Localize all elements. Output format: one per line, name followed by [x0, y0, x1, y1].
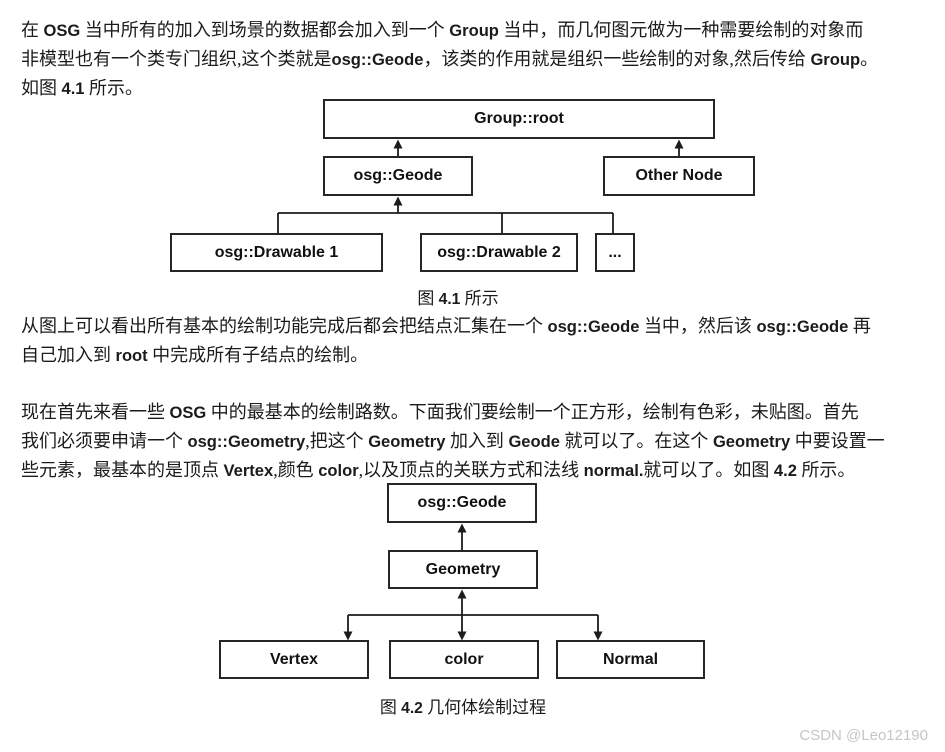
- node-fig2-osg-geode: osg::Geode: [387, 483, 537, 523]
- text-line: 非模型也有一个类专门组织,这个类就是osg::Geode，该类的作用就是组织一些…: [21, 49, 879, 69]
- figure-4-2-caption: 图 4.2 几何体绘制过程: [379, 698, 547, 717]
- node-osg-drawable-1: osg::Drawable 1: [170, 233, 383, 272]
- figure-4-1-caption: 图 4.1 所示: [417, 289, 499, 308]
- arrowhead-up: [393, 196, 403, 206]
- node-vertex: Vertex: [219, 640, 369, 679]
- text-line: 从图上可以看出所有基本的绘制功能完成后都会把结点汇集在一个 osg::Geode…: [21, 316, 871, 336]
- node-osg-drawable-2: osg::Drawable 2: [420, 233, 578, 272]
- paragraph-geometry-drawing-intro: 现在首先来看一些 OSG 中的最基本的绘制路数。下面我们要绘制一个正方形，绘制有…: [21, 398, 931, 485]
- node-osg-geode: osg::Geode: [323, 156, 473, 196]
- node-ellipsis: ...: [595, 233, 635, 272]
- node-color: color: [389, 640, 539, 679]
- text-line: 如图 4.1 所示。: [21, 78, 144, 98]
- paragraph-osg-group-intro: 在 OSG 当中所有的加入到场景的数据都会加入到一个 Group 当中，而几何图…: [21, 16, 931, 103]
- text-line: 我们必须要申请一个 osg::Geometry,把这个 Geometry 加入到…: [21, 431, 885, 451]
- node-group-root: Group::root: [323, 99, 715, 139]
- text-line: 在 OSG 当中所有的加入到场景的数据都会加入到一个 Group 当中，而几何图…: [21, 20, 864, 40]
- text-line: 些元素，最基本的是顶点 Vertex,颜色 color,以及顶点的关联方式和法线…: [21, 460, 856, 480]
- arrowhead-up: [457, 589, 467, 599]
- text-line: 自己加入到 root 中完成所有子结点的绘制。: [21, 345, 369, 365]
- node-normal: Normal: [556, 640, 705, 679]
- text-line: 现在首先来看一些 OSG 中的最基本的绘制路数。下面我们要绘制一个正方形，绘制有…: [21, 402, 859, 422]
- paragraph-geode-root-explanation: 从图上可以看出所有基本的绘制功能完成后都会把结点汇集在一个 osg::Geode…: [21, 312, 931, 370]
- arrowhead-up: [457, 523, 467, 533]
- arrowhead-up: [674, 139, 684, 149]
- arrowhead-up: [393, 139, 403, 149]
- csdn-watermark: CSDN @Leo12190: [799, 727, 928, 744]
- node-geometry: Geometry: [388, 550, 538, 589]
- node-other-node: Other Node: [603, 156, 755, 196]
